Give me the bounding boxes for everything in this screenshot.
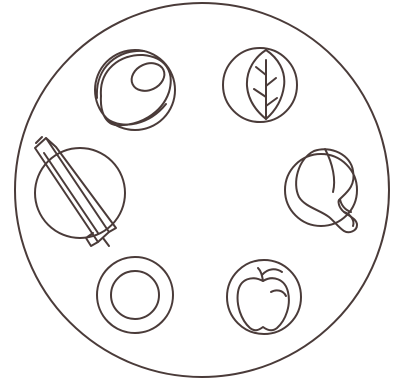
celery-icon xyxy=(35,137,125,246)
egg-icon xyxy=(95,50,175,130)
shank-bone-icon xyxy=(285,149,357,232)
empty-bowl-icon xyxy=(97,257,173,333)
leaf-icon xyxy=(223,48,297,122)
apple-icon xyxy=(227,260,301,334)
